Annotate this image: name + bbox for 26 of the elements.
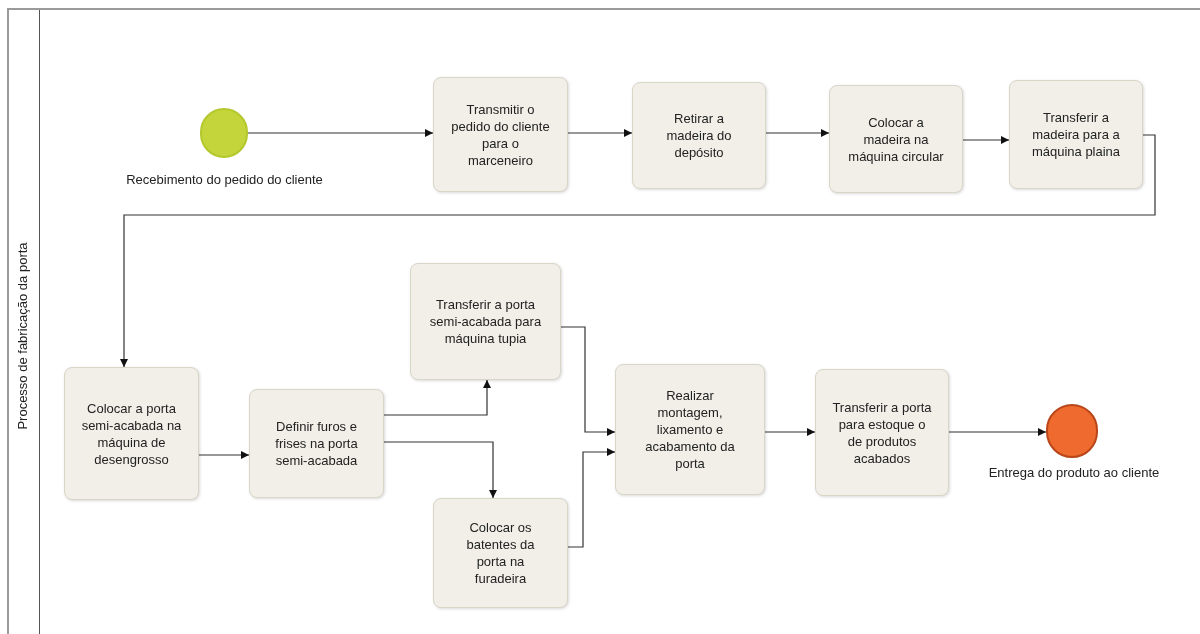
- process-box: Transferir a porta semi-acabada para máquina tupia: [410, 263, 561, 380]
- event-caption: Recebimento do pedido do cliente: [125, 172, 324, 188]
- arrow: [198, 450, 250, 460]
- process-box: Realizar montagem, lixamento e acabamento da porta: [615, 364, 765, 495]
- event-caption: Entrega do produto ao cliente: [987, 465, 1161, 481]
- lane-label: Processo de fabricação da porta: [15, 241, 31, 432]
- arrow: [962, 135, 1010, 145]
- arrow: [383, 379, 492, 416]
- arrow: [383, 441, 498, 499]
- process-box: Transferir a madeira para a máquina plaina: [1009, 80, 1143, 189]
- process-box: Transferir a porta para estoque o de produtos acabados: [815, 369, 949, 496]
- arrow: [119, 134, 1156, 368]
- process-box: Colocar os batentes da porta na furadeira: [433, 498, 568, 608]
- arrow: [948, 427, 1047, 437]
- arrow: [765, 128, 830, 138]
- process-box: Colocar a porta semi-acabada na máquina de desengrosso: [64, 367, 199, 500]
- arrow: [560, 326, 616, 437]
- process-box: Colocar a madeira na máquina circular: [829, 85, 963, 193]
- arrow: [567, 128, 633, 138]
- arrow: [567, 447, 616, 548]
- arrow: [247, 128, 434, 138]
- process-box: Definir furos e frises na porta semi-acabada: [249, 389, 384, 498]
- arrow: [764, 427, 816, 437]
- process-box: Transmitir o pedido do cliente para o marceneiro: [433, 77, 568, 192]
- swimlane-pool: [7, 8, 1200, 634]
- process-box: Retirar a madeira do depósito: [632, 82, 766, 189]
